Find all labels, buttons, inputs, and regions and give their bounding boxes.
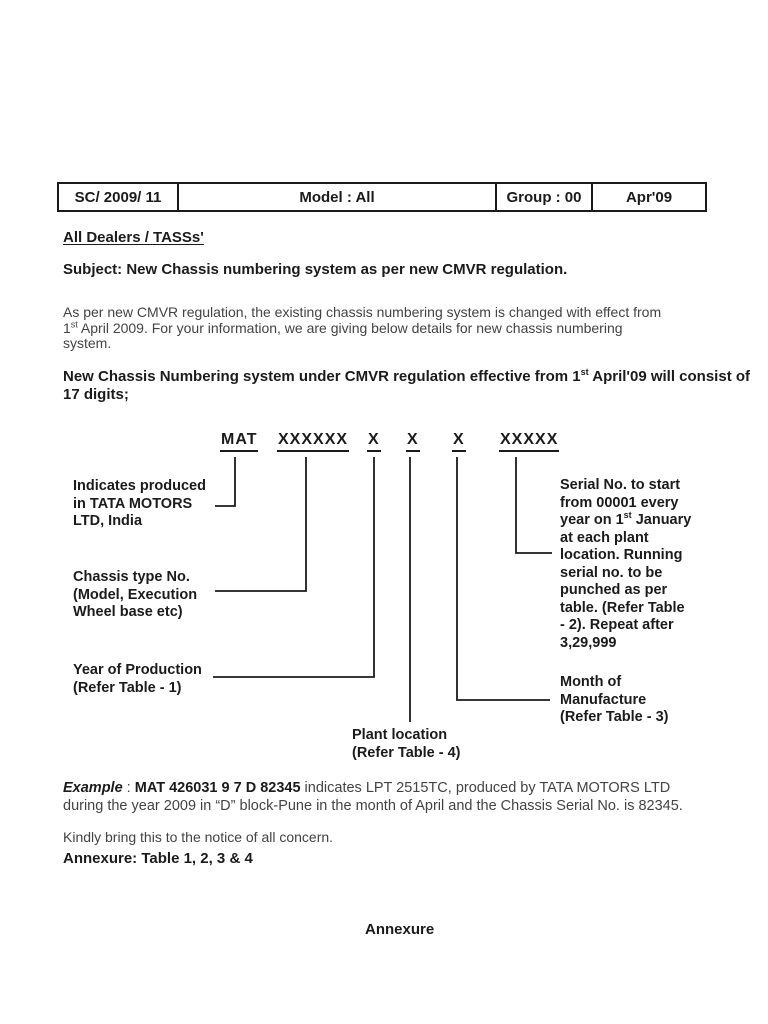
connector-year	[213, 457, 375, 678]
example-code: MAT 426031 9 7 D 82345	[134, 780, 301, 796]
code-segment-x6: XXXXXX	[277, 431, 350, 452]
intro-line-2: 1st April 2009. For your information, we…	[63, 318, 661, 337]
label-serial-line-10: 3,29,999	[560, 634, 617, 651]
intro-line-2-rest: April 2009. For your information, we are…	[77, 319, 623, 336]
code-segment-x1: X	[367, 431, 381, 452]
superscript-st: st	[70, 318, 78, 329]
label-plant-line-2: (Refer Table - 4)	[352, 744, 461, 761]
connector-serial	[515, 457, 552, 554]
closing-line: Kindly bring this to the notice of all c…	[63, 829, 334, 845]
label-year-line-2: (Refer Table - 1)	[73, 679, 182, 696]
label-serial-line-3: year on 1st January	[560, 510, 692, 530]
label-serial-line-8: table. (Refer Table	[560, 599, 685, 616]
label-serial-line-4: at each plant	[560, 529, 649, 546]
intro-line-1: As per new CMVR regulation, the existing…	[63, 304, 662, 320]
intro-paragraph: As per new CMVR regulation, the existing…	[63, 304, 662, 352]
label-plant-location: Plant location (Refer Table - 4)	[352, 727, 461, 762]
label-chassis-line-1: Chassis type No.	[73, 569, 190, 585]
example-colon: :	[122, 780, 135, 796]
date-cell: Apr'09	[625, 188, 673, 206]
annexure-note: Annexure: Table 1, 2, 3 & 4	[63, 850, 253, 867]
label-produced-line-2: in TATA MOTORS	[73, 495, 193, 512]
model-cell: Model : All	[179, 184, 497, 210]
label-month-of-manufacture: Month of Manufacture (Refer Table - 3)	[560, 674, 669, 727]
heading-line-1: New Chassis Numbering system under CMVR …	[63, 368, 750, 386]
example-label: Example	[63, 780, 123, 796]
group-cell: Group : 00	[497, 184, 593, 210]
superscript-st: st	[580, 367, 589, 377]
circular-number-cell: SC/ 2009/ 11	[59, 184, 179, 210]
connector-chassis-type	[215, 457, 307, 592]
label-month-line-2: Manufacture	[560, 691, 647, 708]
subject-line: Subject: New Chassis numbering system as…	[63, 261, 568, 278]
label-year-of-production: Year of Production (Refer Table - 1)	[73, 662, 202, 697]
label-serial-line-9: - 2). Repeat after	[560, 617, 674, 633]
label-serial-line-3-pre: year on 1	[560, 512, 624, 528]
label-serial-line-7: punched as per	[560, 582, 668, 598]
code-segment-mat: MAT	[220, 431, 259, 452]
label-serial-number: Serial No. to start from 00001 every yea…	[560, 477, 691, 652]
example-line-1-rest: indicates LPT 2515TC, produced by TATA M…	[300, 780, 671, 796]
code-segment-x5: XXXXX	[499, 431, 560, 452]
label-serial-line-2: from 00001 every	[560, 494, 679, 511]
label-year-line-1: Year of Production	[73, 662, 202, 678]
label-produced-by: Indicates produced in TATA MOTORS LTD, I…	[73, 478, 206, 531]
annexure-footer: Annexure	[365, 921, 435, 938]
connector-month	[456, 457, 550, 701]
label-serial-line-5: location. Running	[560, 547, 683, 563]
label-serial-line-1: Serial No. to start	[560, 477, 681, 493]
label-chassis-type: Chassis type No. (Model, Execution Wheel…	[73, 569, 197, 622]
numbering-heading: New Chassis Numbering system under CMVR …	[63, 368, 750, 404]
heading-line-1-pre: New Chassis Numbering system under CMVR …	[63, 368, 581, 385]
intro-line-2-num: 1	[63, 319, 71, 336]
label-produced-line-1: Indicates produced	[73, 478, 206, 494]
label-chassis-line-2: (Model, Execution	[73, 586, 198, 603]
heading-line-2: 17 digits;	[63, 386, 129, 403]
code-segment-x2: X	[406, 431, 420, 452]
label-chassis-line-3: Wheel base etc)	[73, 604, 183, 620]
label-serial-line-3-rest: January	[631, 512, 692, 528]
intro-line-3: system.	[63, 335, 112, 351]
salutation: All Dealers / TASSs'	[63, 229, 204, 246]
label-plant-line-1: Plant location	[352, 727, 448, 743]
superscript-st: st	[623, 510, 632, 521]
connector-mat	[215, 457, 236, 507]
label-produced-line-3: LTD, India	[73, 513, 143, 529]
example-line-2: during the year 2009 in “D” block-Pune i…	[63, 798, 683, 814]
example-paragraph: Example : MAT 426031 9 7 D 82345 indicat…	[63, 779, 683, 815]
code-segment-x3: X	[452, 431, 466, 452]
header-table: SC/ 2009/ 11 Model : All Group : 00 Apr'…	[57, 182, 707, 212]
label-month-line-3: (Refer Table - 3)	[560, 709, 669, 725]
example-line-1: Example : MAT 426031 9 7 D 82345 indicat…	[63, 779, 683, 797]
label-serial-line-6: serial no. to be	[560, 564, 663, 581]
heading-line-1-rest: April'09 will consist of	[588, 368, 751, 385]
label-month-line-1: Month of	[560, 674, 622, 690]
